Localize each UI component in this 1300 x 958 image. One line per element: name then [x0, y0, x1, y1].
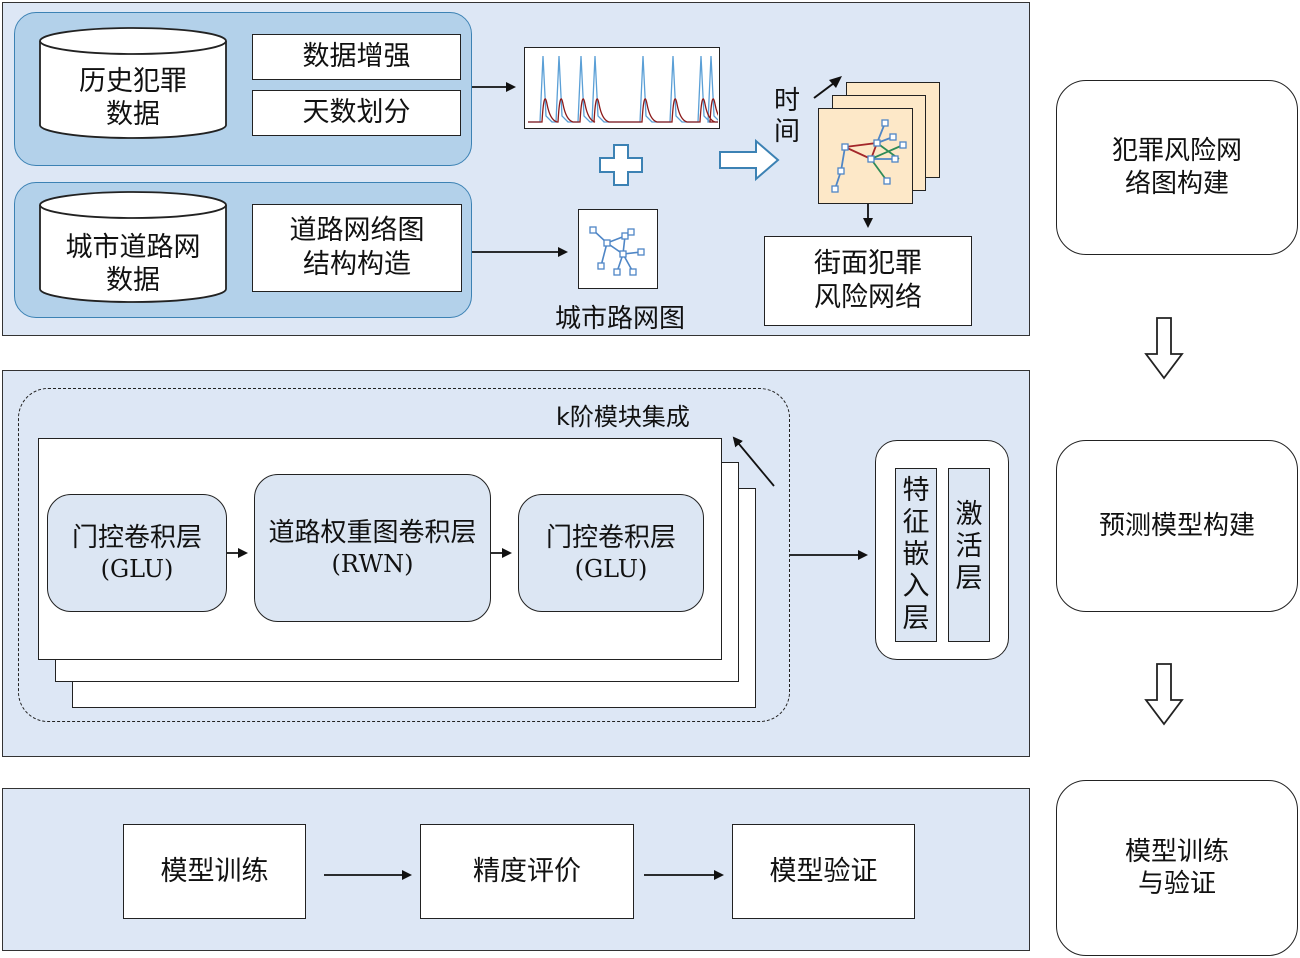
- step-1-risk-network: 犯罪风险网 络图构建: [1056, 80, 1298, 255]
- street-crime-risk-network-box: 街面犯罪 风险网络: [764, 236, 972, 326]
- crime-time-series-plot: [524, 47, 720, 129]
- time-axis-label: 时 间: [774, 86, 801, 148]
- day-split-box: 天数划分: [252, 90, 461, 136]
- glu-layer-2-abbr: (GLU): [574, 555, 648, 584]
- glu-layer-1: 门控卷积层 (GLU): [47, 494, 227, 612]
- road-database-label: 城市道路网 数据: [65, 232, 201, 296]
- risk-graph-drawing: [831, 119, 907, 193]
- graph-frame-1: [818, 108, 913, 204]
- city-road-graph-thumbnail: [578, 209, 658, 289]
- crime-database-label: 历史犯罪 数据: [79, 66, 187, 130]
- accuracy-evaluation-box: 精度评价: [420, 824, 634, 919]
- activation-layer: 激活层: [948, 468, 990, 642]
- step-2-prediction-model: 预测模型构建: [1056, 440, 1298, 612]
- glu-layer-2: 门控卷积层 (GLU): [518, 494, 704, 612]
- model-validation-box: 模型验证: [732, 824, 915, 919]
- time-diagonal-arrow-icon: [813, 76, 842, 99]
- cylinder-shape-2: [39, 191, 227, 303]
- rwn-layer-abbr: (RWN): [331, 550, 414, 579]
- activation-label: 激活层: [955, 499, 983, 594]
- k-order-module-label: k阶模块集成: [556, 403, 690, 431]
- road-graph-construction-box: 道路网络图 结构构造: [252, 204, 462, 292]
- hollow-right-arrow-icon: [719, 138, 780, 182]
- step-3-training-validation: 模型训练 与验证: [1056, 780, 1298, 956]
- time-series-red-line: [528, 98, 718, 123]
- crime-database-cylinder: 历史犯罪 数据: [38, 26, 228, 140]
- down-hollow-arrow-icon-2: [1144, 663, 1184, 726]
- glu-layer-1-name: 门控卷积层: [71, 522, 202, 553]
- arrow-k-order-loop: [732, 436, 775, 487]
- feature-embedding-layer: 特征嵌入层: [895, 468, 937, 642]
- rwn-layer: 道路权重图卷积层 (RWN): [254, 474, 491, 622]
- road-graph-drawing: [589, 226, 645, 276]
- cylinder-shape-1: [39, 27, 227, 139]
- city-road-graph-label: 城市路网图: [554, 304, 685, 334]
- model-training-box: 模型训练: [123, 824, 306, 919]
- data-augmentation-box: 数据增强: [252, 34, 461, 80]
- feature-embedding-label: 特征嵌入层: [902, 475, 930, 634]
- time-series-lines: [528, 55, 718, 123]
- road-database-cylinder: 城市道路网 数据: [38, 190, 228, 304]
- down-hollow-arrow-icon-1: [1144, 317, 1184, 380]
- glu-layer-2-name: 门控卷积层: [545, 522, 676, 553]
- k-order-dashed-border: [18, 388, 790, 722]
- plus-icon: [599, 144, 643, 186]
- glu-layer-1-abbr: (GLU): [100, 555, 174, 584]
- rwn-layer-name: 道路权重图卷积层: [268, 517, 477, 548]
